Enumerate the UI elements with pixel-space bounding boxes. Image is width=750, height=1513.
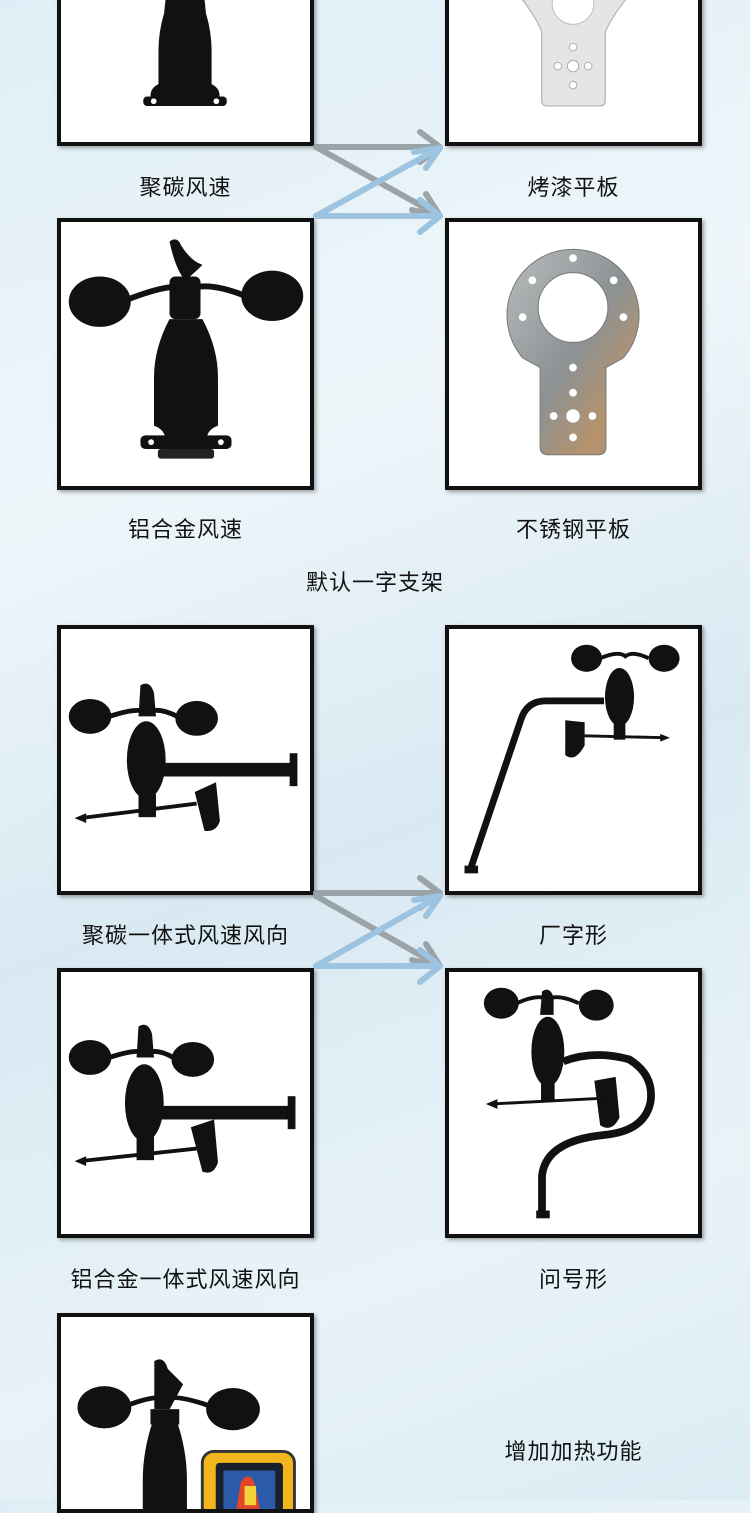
wind-speed-direction-sensor-image [464,644,680,874]
caption-heating-option: 增加加热功能 [504,1440,643,1465]
wind-speed-direction-sensor-image [68,683,298,832]
thermal-camera-image [200,1449,296,1509]
card-polycarbonate-wind-speed[interactable] [57,0,314,146]
wind-speed-direction-sensor-image [483,987,655,1219]
arrow-cross-section2 [313,875,443,985]
caption-stainless-plate: 不锈钢平板 [515,518,631,543]
anemometer-image [68,239,304,459]
card-question-mark-bracket[interactable] [445,968,702,1238]
wind-speed-direction-sensor-image [68,1024,296,1173]
caption-aluminum-wind-speed: 铝合金风速 [127,518,243,543]
card-painted-plate[interactable] [445,0,702,146]
card-heating-option[interactable] [57,1313,314,1513]
card-polycarbonate-integrated[interactable] [57,625,314,895]
card-l-shape-bracket[interactable] [445,625,702,895]
caption-question-mark-bracket: 问号形 [538,1268,608,1293]
anemometer-image [143,0,227,106]
caption-polycarbonate-integrated: 聚碳一体式风速风向 [81,924,289,949]
mounting-plate-image [506,248,640,456]
arrow-cross-section1 [313,129,443,235]
mounting-plate-image [521,0,627,107]
card-aluminum-integrated[interactable] [57,968,314,1238]
caption-l-shape-bracket: 厂字形 [538,924,608,949]
anemometer-image [77,1359,260,1509]
caption-painted-plate: 烤漆平板 [527,176,620,201]
caption-polycarbonate-wind-speed: 聚碳风速 [139,176,232,201]
section-note-default-bracket: 默认一字支架 [305,571,444,596]
caption-aluminum-integrated: 铝合金一体式风速风向 [70,1268,301,1293]
card-stainless-plate[interactable] [445,218,702,490]
card-aluminum-wind-speed[interactable] [57,218,314,490]
